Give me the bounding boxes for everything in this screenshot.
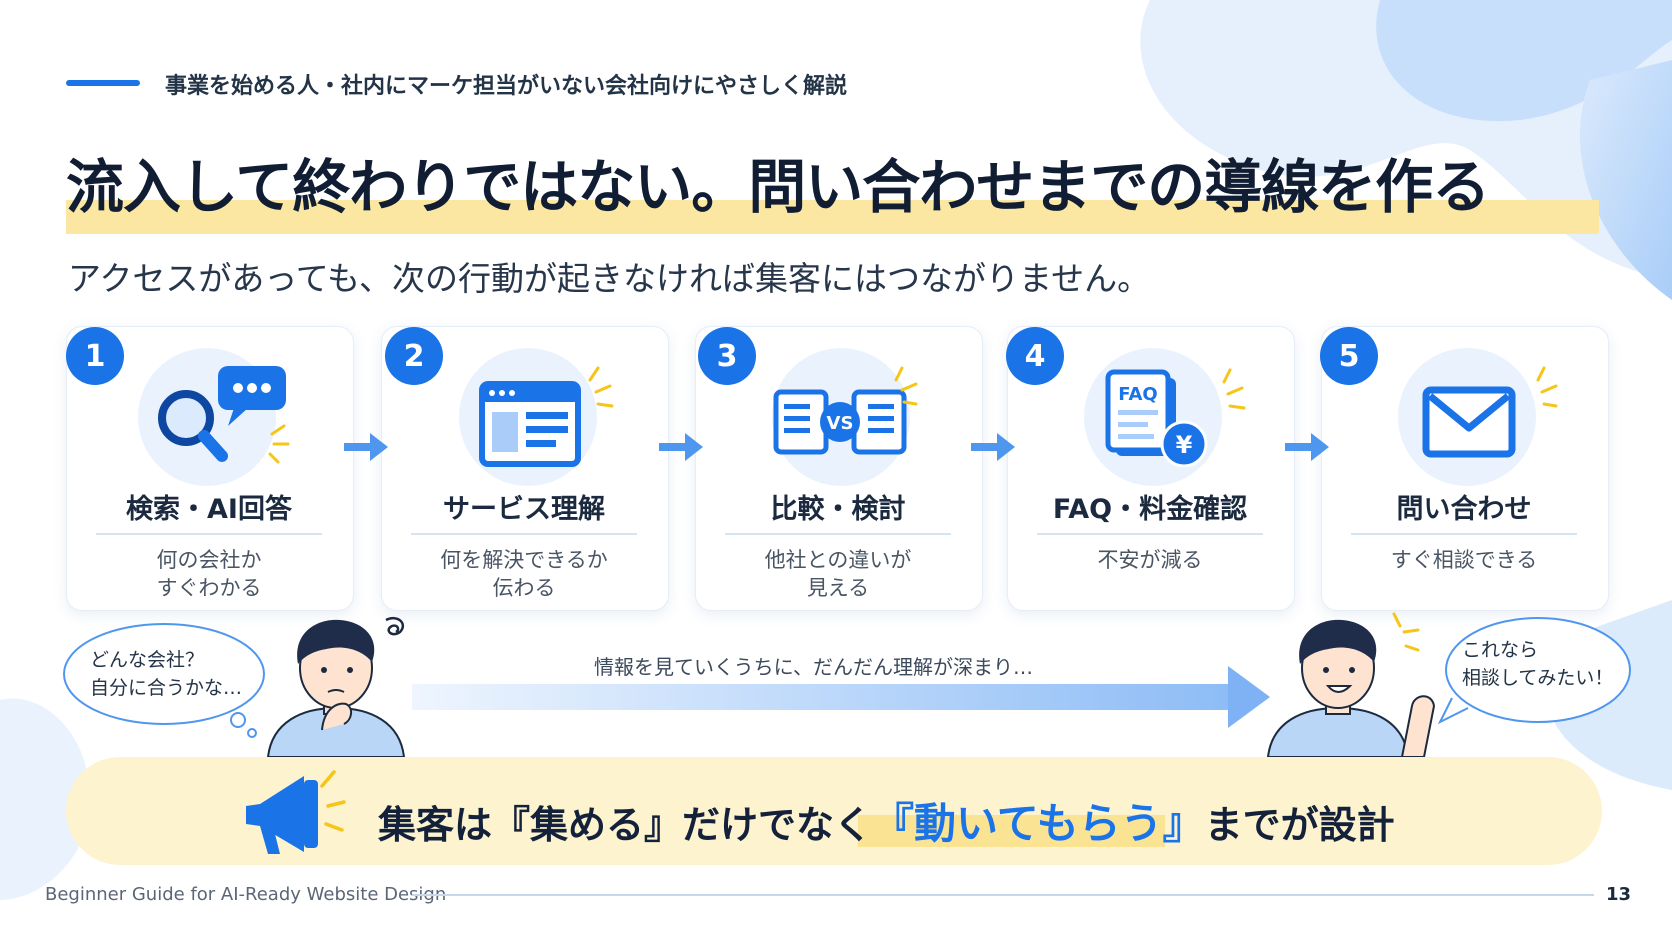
banner-emphasis: 『動いてもらう』 (872, 799, 1205, 848)
step-divider (1351, 533, 1577, 535)
svg-text:FAQ: FAQ (1118, 384, 1157, 405)
step-description-line: 伝わる (492, 576, 556, 600)
page-title: 流入して終わりではない。問い合わせまでの導線を作る (66, 153, 1490, 221)
megaphone-icon (246, 770, 346, 854)
arrow-right-icon (1285, 433, 1329, 461)
footer-divider (412, 894, 1594, 896)
step-label-1: 検索・AI回答 (126, 494, 292, 525)
journey-flow-text: 情報を見ていくうちに、だんだん理解が深まり… (594, 655, 1033, 679)
step-number-1: 1 (66, 327, 124, 385)
speech-bubble-right-text: これなら 相談してみたい！ (1462, 636, 1613, 692)
step-divider (1037, 533, 1263, 535)
arrow-right-icon (659, 433, 703, 461)
step-divider (725, 533, 951, 535)
step-description-line: 他社との違いが (764, 548, 912, 572)
step-number-4: 4 (1006, 327, 1064, 385)
step-description-5: すぐ相談できる (1321, 546, 1607, 574)
bubble-line: どんな会社？ (90, 649, 205, 671)
step-number-3: 3 (698, 327, 756, 385)
banner-message: 集客は『集める』だけでなく『動いてもらう』までが設計 (378, 790, 1395, 851)
step-label-5: 問い合わせ (1396, 494, 1532, 525)
step-description-line: 不安が減る (1097, 548, 1203, 572)
comparison-vs-icon: VS (773, 366, 918, 455)
kicker-accent-line (66, 80, 140, 86)
speech-bubble-right (1437, 617, 1631, 725)
happy-person-illustration (1266, 612, 1436, 757)
step-description-line: 何の会社か (156, 548, 262, 572)
page-number: 13 (1606, 884, 1632, 905)
thought-bubble-left (63, 623, 265, 738)
thought-bubble-left-text: どんな会社？ 自分に合うかな… (90, 646, 242, 702)
envelope-icon (1422, 366, 1558, 458)
step-label-3: 比較・検討 (770, 494, 906, 525)
kicker-text: 事業を始める人・社内にマーケ担当がいない会社向けにやさしく解説 (165, 74, 848, 99)
banner-part2: までが設計 (1204, 803, 1395, 847)
svg-text:VS: VS (827, 413, 854, 434)
step-label-4: FAQ・料金確認 (1052, 494, 1248, 525)
bubble-line: 自分に合うかな… (90, 677, 243, 699)
step-number-5: 5 (1320, 327, 1378, 385)
page-subtitle: アクセスがあっても、次の行動が起きなければ集客にはつながりません。 (68, 259, 1151, 298)
step-description-line: 見える (806, 576, 870, 600)
faq-price-icon: FAQ ¥ (1105, 368, 1246, 468)
step-description-line: すぐ相談できる (1390, 548, 1538, 572)
arrow-right-icon (971, 433, 1015, 461)
conclusion-banner (66, 757, 1602, 865)
bubble-line: 相談してみたい！ (1462, 667, 1614, 689)
step-divider (411, 533, 637, 535)
footer-title: Beginner Guide for AI-Ready Website Desi… (45, 884, 447, 905)
flow-arrow (412, 666, 1270, 728)
step-divider (96, 533, 322, 535)
step-description-4: 不安が減る (1007, 546, 1293, 574)
step-description-2: 何を解決できるか 伝わる (381, 546, 667, 602)
step-description-line: すぐわかる (156, 576, 262, 600)
search-chat-icon (158, 366, 290, 464)
step-description-3: 他社との違いが 見える (695, 546, 981, 602)
step-label-2: サービス理解 (443, 494, 605, 525)
banner-highlight (858, 815, 1165, 847)
browser-window-icon (479, 366, 614, 467)
arrow-right-icon (344, 433, 388, 461)
svg-text:¥: ¥ (1176, 431, 1193, 459)
step-description-line: 何を解決できるか (440, 548, 608, 572)
step-number-2: 2 (385, 327, 443, 385)
thinking-person-illustration (266, 616, 406, 757)
bubble-line: これなら (1462, 639, 1539, 661)
step-description-1: 何の会社か すぐわかる (66, 546, 352, 602)
banner-part1: 集客は『集める』だけでなく (378, 803, 873, 847)
title-highlight (66, 200, 1599, 234)
